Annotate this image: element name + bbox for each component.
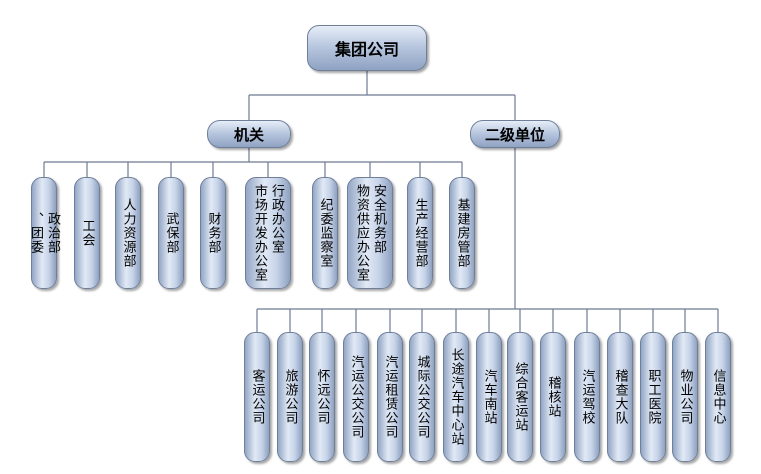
erji-unit-label: 汽运驾校 — [579, 369, 595, 425]
erji-unit-box: 汽运驾校 — [574, 332, 600, 462]
jiguan-dept-label: 生产经营部 — [412, 198, 428, 268]
erji-unit-box: 稽查大队 — [607, 332, 633, 462]
erji-unit-box: 旅游公司 — [277, 332, 303, 462]
jiguan-dept-label: 人力资源部 — [120, 198, 136, 268]
jiguan-dept-box: 安全机务部 物资供应办公室 — [347, 177, 393, 289]
erji-unit-label: 信息中心 — [710, 369, 726, 425]
jiguan-dept-label: 安全机务部 物资供应办公室 — [354, 184, 386, 282]
jiguan-dept-label: 政治部 、团委 — [28, 212, 60, 254]
jiguan-node: 机关 — [207, 120, 291, 148]
erji-unit-box: 城际公交公司 — [409, 332, 435, 462]
jiguan-dept-box: 人力资源部 — [115, 177, 141, 289]
root-node: 集团公司 — [307, 25, 427, 71]
jiguan-dept-box: 基建房管部 — [449, 177, 475, 289]
jiguan-dept-box: 行政办公室 市场开发办公室 — [245, 177, 291, 289]
erji-unit-label: 综合客运站 — [512, 362, 528, 432]
erji-unit-label: 汽运租赁公司 — [382, 355, 398, 439]
erji-unit-label: 汽运公交公司 — [348, 355, 364, 439]
erji-unit-box: 长途汽车中心站 — [443, 332, 469, 462]
erji-unit-label: 稽查大队 — [612, 369, 628, 425]
erji-node: 二级单位 — [470, 120, 560, 148]
jiguan-dept-box: 生产经营部 — [407, 177, 433, 289]
jiguan-dept-label: 工会 — [79, 219, 95, 247]
erji-unit-box: 怀远公司 — [309, 332, 335, 462]
erji-unit-label: 怀远公司 — [314, 369, 330, 425]
erji-unit-label: 汽车南站 — [481, 369, 497, 425]
erji-unit-label: 稽核站 — [545, 376, 561, 418]
erji-unit-box: 物业公司 — [672, 332, 698, 462]
jiguan-dept-label: 基建房管部 — [454, 198, 470, 268]
jiguan-dept-box: 财务部 — [200, 177, 226, 289]
jiguan-dept-label: 行政办公室 市场开发办公室 — [252, 184, 284, 282]
jiguan-dept-box: 武保部 — [158, 177, 184, 289]
erji-unit-label: 客运公司 — [249, 369, 265, 425]
erji-unit-label: 职工医院 — [645, 369, 661, 425]
erji-unit-box: 综合客运站 — [507, 332, 533, 462]
erji-unit-box: 信息中心 — [705, 332, 731, 462]
jiguan-dept-label: 纪委监察室 — [317, 198, 333, 268]
jiguan-dept-box: 工会 — [74, 177, 100, 289]
erji-unit-box: 职工医院 — [640, 332, 666, 462]
erji-unit-box: 汽运租赁公司 — [377, 332, 403, 462]
erji-unit-label: 旅游公司 — [282, 369, 298, 425]
erji-unit-box: 稽核站 — [540, 332, 566, 462]
erji-unit-label: 物业公司 — [677, 369, 693, 425]
erji-unit-box: 汽运公交公司 — [343, 332, 369, 462]
jiguan-dept-label: 财务部 — [205, 212, 221, 254]
jiguan-label: 机关 — [233, 125, 264, 144]
erji-label: 二级单位 — [484, 125, 545, 144]
root-label: 集团公司 — [334, 40, 399, 59]
jiguan-dept-label: 武保部 — [163, 212, 179, 254]
jiguan-dept-box: 政治部 、团委 — [28, 177, 60, 289]
erji-unit-box: 汽车南站 — [476, 332, 502, 462]
jiguan-dept-box: 纪委监察室 — [312, 177, 338, 289]
erji-unit-label: 长途汽车中心站 — [448, 348, 464, 446]
erji-unit-label: 城际公交公司 — [414, 355, 430, 439]
erji-unit-box: 客运公司 — [244, 332, 270, 462]
